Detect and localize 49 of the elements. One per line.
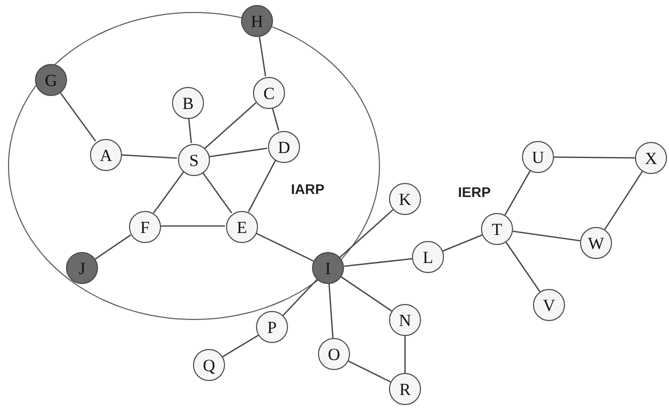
node-circle: H — [241, 5, 273, 37]
connector-line — [94, 234, 132, 260]
connector-line — [248, 160, 276, 212]
node-circle: B — [172, 87, 204, 119]
connector-line — [255, 232, 314, 262]
node-circle: D — [268, 131, 300, 163]
node-circle: T — [481, 213, 513, 245]
connector-line — [204, 102, 256, 149]
node-circle: U — [522, 141, 554, 173]
connector-line — [60, 92, 96, 142]
connector-line — [258, 36, 266, 76]
connector-line — [208, 148, 268, 158]
connector-line — [604, 171, 643, 230]
connector-line — [404, 336, 406, 373]
connector-line — [160, 225, 225, 227]
node-circle: X — [635, 142, 667, 174]
connector-line — [340, 276, 392, 312]
node-circle: W — [580, 227, 612, 259]
node-circle: F — [129, 211, 161, 243]
node-circle: Q — [193, 349, 225, 381]
connector-line — [152, 172, 184, 214]
connector-line — [339, 209, 394, 258]
connector-line — [554, 156, 635, 158]
connector-line — [506, 242, 540, 292]
connector-line — [512, 230, 580, 242]
connector-line — [222, 334, 259, 358]
zone-label: IERP — [458, 184, 491, 200]
connector-line — [442, 234, 482, 252]
node-circle: V — [533, 289, 565, 321]
node-circle: K — [389, 183, 421, 215]
connector-line — [504, 170, 531, 216]
node-circle: A — [90, 139, 122, 171]
node-circle: O — [318, 338, 350, 370]
node-circle: S — [178, 144, 210, 176]
zone-label: IARP — [291, 181, 324, 197]
node-circle: C — [253, 77, 285, 109]
connector-line — [272, 107, 280, 131]
connector-line — [344, 258, 412, 267]
connector-line — [188, 118, 192, 144]
node-circle: L — [412, 241, 444, 273]
node-circle: E — [226, 211, 258, 243]
node-circle: R — [389, 373, 421, 405]
connector-line — [328, 284, 334, 338]
connector-line — [202, 172, 232, 214]
node-circle: N — [389, 304, 421, 336]
connector-line — [348, 360, 391, 382]
connector-line — [282, 279, 318, 316]
node-circle: P — [256, 311, 288, 343]
connector-line — [120, 154, 178, 159]
